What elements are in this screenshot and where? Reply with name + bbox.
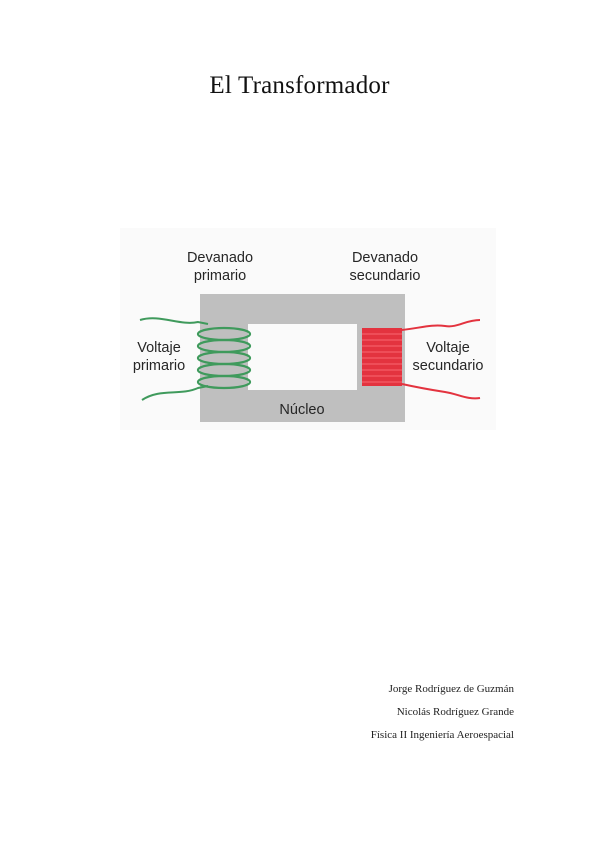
secondary-lead-bottom [401, 383, 481, 400]
label-primary-winding-line1: Devanado [187, 250, 253, 266]
label-primary-winding-line2: primario [194, 268, 246, 284]
label-primary-voltage-line1: Voltaje [137, 340, 181, 356]
label-secondary-winding-line2: secundario [350, 268, 421, 284]
transformer-core [200, 294, 405, 422]
author-name-2: Nicolás Rodríguez Grande [396, 706, 514, 718]
course-name: Física II Ingeniería Aeroespacial [370, 729, 514, 741]
page-title: El Transformador [209, 72, 390, 99]
label-secondary-voltage-line2: secundario [413, 358, 484, 374]
label-primary-voltage-line2: primario [133, 358, 185, 374]
secondary-winding-coil [362, 328, 402, 386]
transformer-diagram-svg: Devanado primario Devanado secundario Vo… [120, 228, 496, 430]
author-name-1: Jorge Rodríguez de Guzmán [388, 683, 514, 695]
transformer-diagram: Devanado primario Devanado secundario Vo… [120, 228, 496, 430]
secondary-lead-top [401, 319, 481, 331]
label-secondary-winding-line1: Devanado [352, 250, 418, 266]
primary-lead-bottom [141, 385, 209, 401]
label-secondary-voltage-line1: Voltaje [426, 340, 470, 356]
primary-winding-coil [196, 326, 252, 390]
author-block: Jorge Rodríguez de Guzmán Nicolás Rodríg… [371, 678, 514, 747]
label-core: Núcleo [279, 402, 324, 418]
primary-lead-top [139, 317, 209, 325]
